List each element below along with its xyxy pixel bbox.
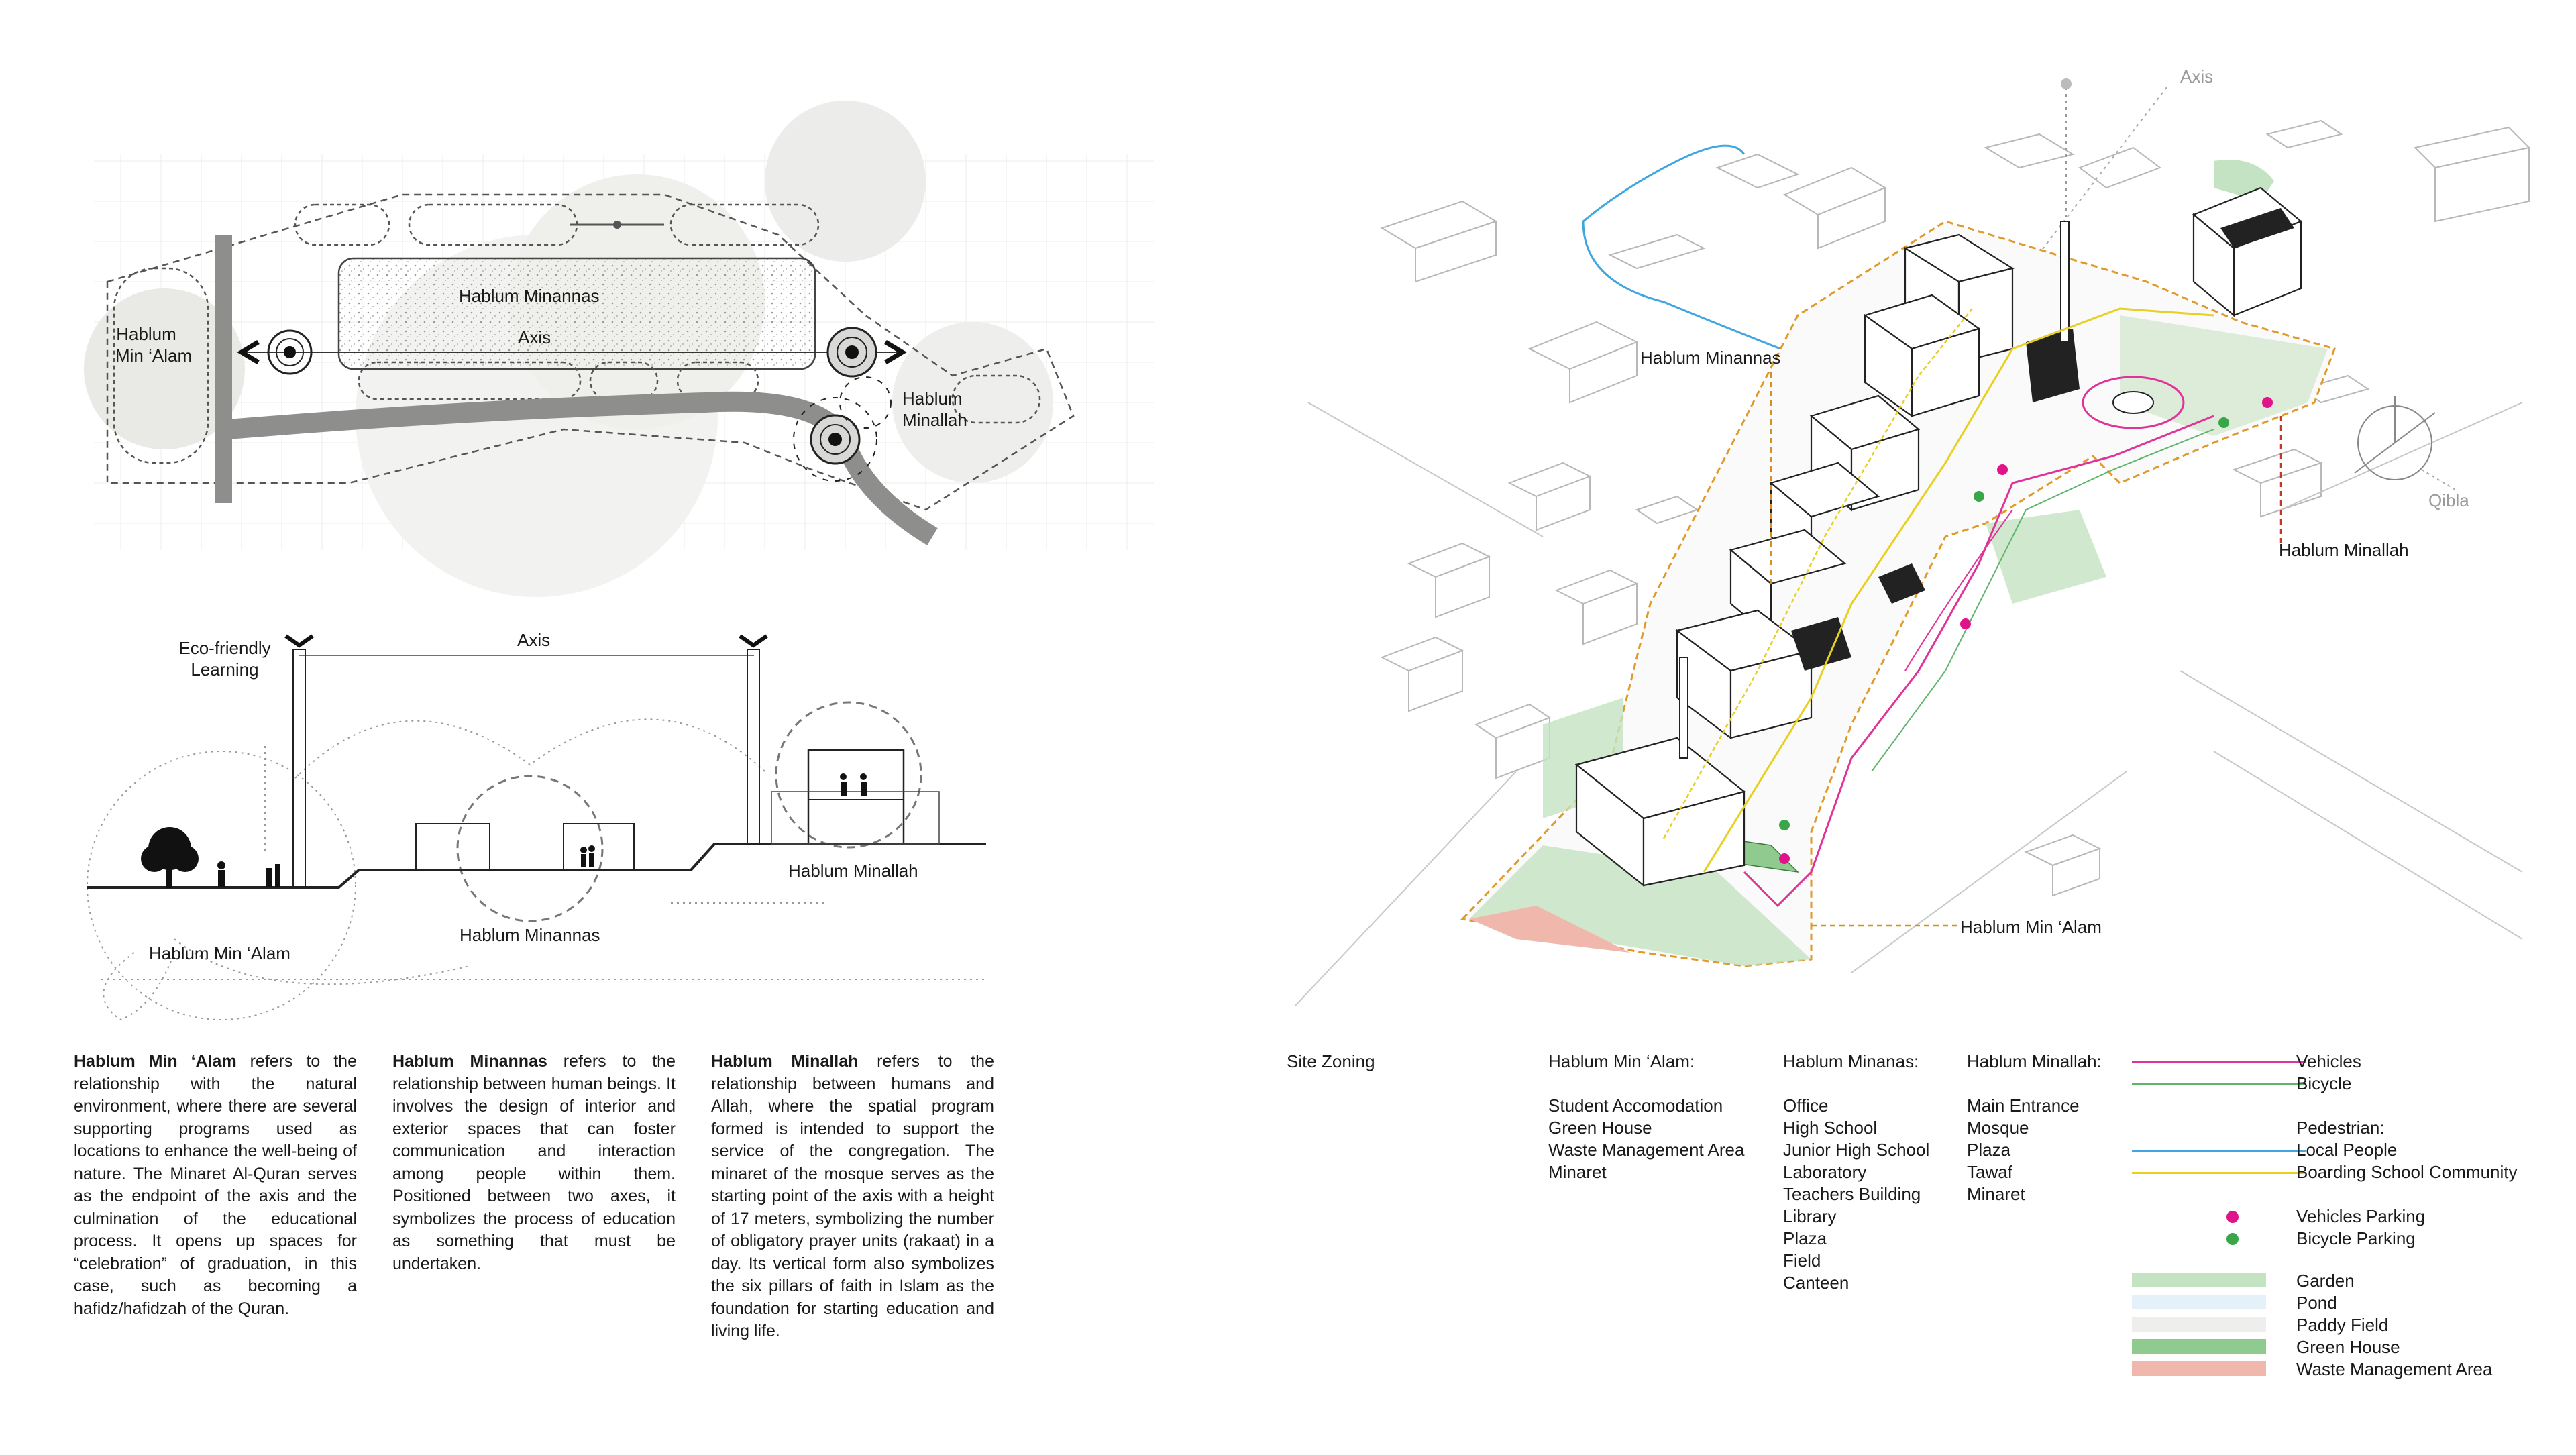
- legend-pond-swatch: [2132, 1295, 2266, 1309]
- legend-garden-swatch: [2132, 1273, 2266, 1287]
- list-item: Minaret: [1967, 1183, 2080, 1205]
- description-minannas-body: refers to the relationship between human…: [392, 1052, 676, 1273]
- list-item: Office: [1783, 1095, 1929, 1117]
- list-item: Laboratory: [1783, 1161, 1929, 1183]
- list-item: Tawaf: [1967, 1161, 2080, 1183]
- legend-bicycle-line: [2132, 1083, 2306, 1085]
- zoning-column-header: Hablum Minallah:: [1967, 1050, 2102, 1073]
- zoning-list-minallah: Main Entrance Mosque Plaza Tawaf Minaret: [1967, 1095, 2080, 1205]
- legend-vehicles-parking-label: Vehicles Parking: [2296, 1205, 2425, 1228]
- legend-vehicles-label: Vehicles: [2296, 1050, 2361, 1073]
- zoning-list-minannas: Office High School Junior High School La…: [1783, 1095, 1929, 1294]
- list-item: Junior High School: [1783, 1139, 1929, 1161]
- list-item: Canteen: [1783, 1272, 1929, 1294]
- legend-boarding-line: [2132, 1172, 2306, 1174]
- list-item: Mosque: [1967, 1117, 2080, 1139]
- legend-greenhouse-swatch: [2132, 1339, 2266, 1354]
- zoning-title: Site Zoning: [1287, 1050, 1375, 1073]
- zoning-column-header: Hablum Min ‘Alam:: [1548, 1050, 1695, 1073]
- legend-bicycle-label: Bicycle: [2296, 1073, 2351, 1095]
- list-item: Minaret: [1548, 1161, 1744, 1183]
- list-item: Field: [1783, 1250, 1929, 1272]
- legend-paddy-swatch: [2132, 1317, 2266, 1332]
- axo-qibla-label: Qibla: [2428, 490, 2469, 511]
- zoning-column-header: Hablum Minanas:: [1783, 1050, 1919, 1073]
- list-item: High School: [1783, 1117, 1929, 1139]
- list-item: Green House: [1548, 1117, 1744, 1139]
- list-item: Student Accomodation: [1548, 1095, 1744, 1117]
- description-minannas: Hablum Minannas refers to the relationsh…: [392, 1050, 676, 1275]
- axo-axis-label: Axis: [2180, 66, 2213, 87]
- list-item: Main Entrance: [1967, 1095, 2080, 1117]
- zoning-list-alam: Student Accomodation Green House Waste M…: [1548, 1095, 1744, 1183]
- description-minannas-title: Hablum Minannas: [392, 1052, 547, 1071]
- legend-waste-label: Waste Management Area: [2296, 1358, 2492, 1381]
- legend-local-people-line: [2132, 1150, 2306, 1152]
- list-item: Waste Management Area: [1548, 1139, 1744, 1161]
- description-alam-title: Hablum Min ‘Alam: [74, 1052, 237, 1071]
- legend-garden-label: Garden: [2296, 1270, 2355, 1292]
- legend-bicycle-parking-label: Bicycle Parking: [2296, 1228, 2416, 1250]
- list-item: Plaza: [1783, 1228, 1929, 1250]
- legend-bicycle-parking-dot: [2226, 1233, 2239, 1245]
- description-minallah-title: Hablum Minallah: [711, 1052, 858, 1071]
- legend-paddy-label: Paddy Field: [2296, 1314, 2388, 1336]
- legend-pedestrian-header: Pedestrian:: [2296, 1117, 2385, 1139]
- axo-alam-label: Hablum Min ‘Alam: [1960, 916, 2102, 938]
- legend-greenhouse-label: Green House: [2296, 1336, 2400, 1358]
- legend-waste-swatch: [2132, 1361, 2266, 1376]
- legend-vehicles-parking-dot: [2226, 1211, 2239, 1223]
- description-minallah-body: refers to the relationship between human…: [711, 1052, 994, 1340]
- description-minallah: Hablum Minallah refers to the relationsh…: [711, 1050, 994, 1343]
- legend-local-people-label: Local People: [2296, 1139, 2397, 1161]
- list-item: Plaza: [1967, 1139, 2080, 1161]
- list-item: Library: [1783, 1205, 1929, 1228]
- legend-pond-label: Pond: [2296, 1292, 2337, 1314]
- legend-vehicles-line: [2132, 1061, 2306, 1063]
- legend-boarding-label: Boarding School Community: [2296, 1161, 2518, 1183]
- axo-minallah-label: Hablum Minallah: [2279, 539, 2409, 561]
- list-item: Teachers Building: [1783, 1183, 1929, 1205]
- description-alam: Hablum Min ‘Alam refers to the relations…: [74, 1050, 357, 1320]
- description-alam-body: refers to the relationship with the natu…: [74, 1052, 357, 1318]
- axo-minannas-label: Hablum Minannas: [1640, 347, 1781, 368]
